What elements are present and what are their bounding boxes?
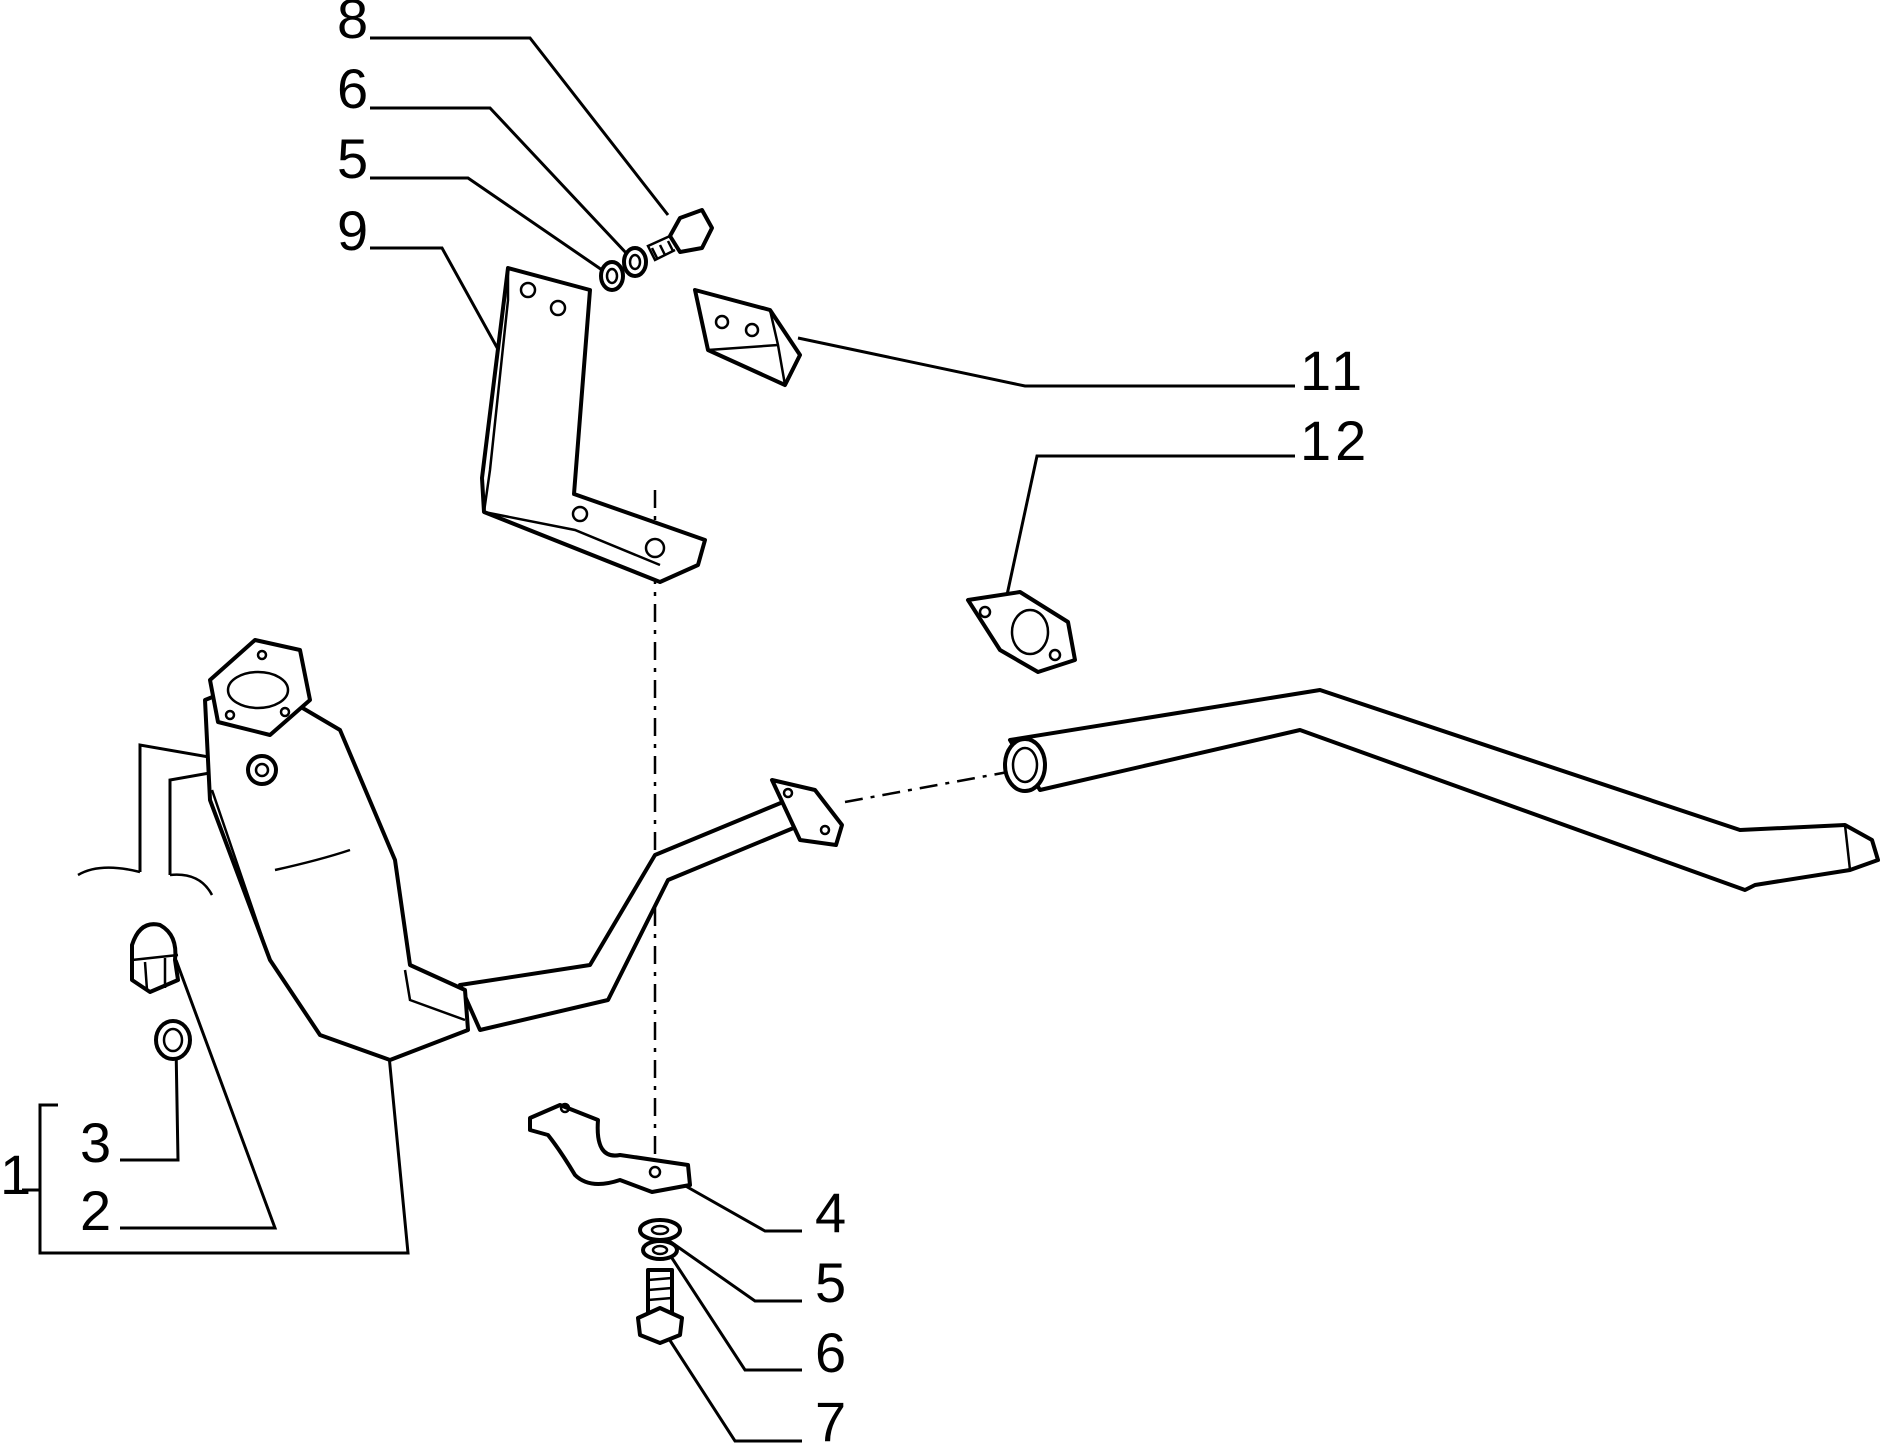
fasteners-top <box>599 208 714 292</box>
callout-12: 12 <box>1300 409 1370 472</box>
callout-5-bottom: 5 <box>815 1251 846 1314</box>
callout-labels: 8 6 5 9 11 12 3 1 2 4 5 6 7 <box>0 0 1370 1448</box>
callout-1: 1 <box>0 1143 31 1206</box>
callout-11: 11 <box>1300 339 1366 402</box>
callout-4: 4 <box>815 1181 846 1244</box>
clamp-part-4 <box>528 1102 692 1194</box>
rubber-mount-part-11 <box>693 288 802 387</box>
callout-3: 3 <box>80 1111 111 1174</box>
callout-2: 2 <box>80 1179 111 1242</box>
plug-part-2 <box>130 922 180 994</box>
leader-lines <box>22 36 1295 1443</box>
callout-9: 9 <box>337 199 368 262</box>
washer-part-3 <box>154 1019 192 1061</box>
alignment-centerlines <box>653 490 1009 1155</box>
bracket-part-9 <box>480 266 707 584</box>
tail-pipe <box>1003 688 1880 892</box>
callout-5-top: 5 <box>337 127 368 190</box>
callout-8-top: 8 <box>337 0 368 50</box>
muffler-assembly-part-1 <box>203 638 844 1062</box>
gasket-part-12 <box>966 590 1077 674</box>
callout-6-bottom: 6 <box>815 1321 846 1384</box>
fasteners-bottom <box>636 1218 684 1345</box>
callout-6-top: 6 <box>337 57 368 120</box>
callout-7: 7 <box>815 1390 846 1443</box>
